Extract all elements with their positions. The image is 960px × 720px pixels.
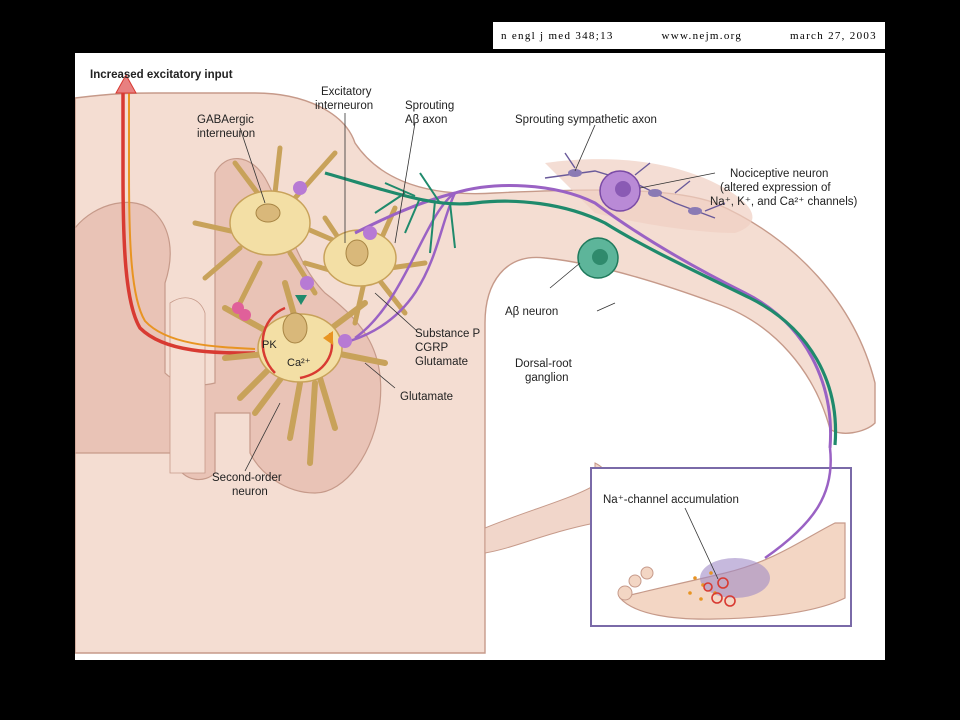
nociceptive-neuron (599, 170, 641, 212)
gabaergic-interneuron (192, 145, 343, 316)
label-increased-input: Increased excitatory input (90, 69, 233, 81)
journal-citation: n engl j med 348;13 (501, 29, 614, 42)
label-sprouting-ab-line2: Aβ axon (405, 114, 447, 126)
label-excitatory-line1: Excitatory (321, 86, 372, 98)
inset-nerve-path (764, 447, 832, 560)
ascending-pathway-red (121, 83, 256, 355)
ascending-pathway-orange (128, 83, 256, 350)
terminal-purple-2 (293, 181, 307, 195)
label-excitatory-line2: interneuron (315, 100, 373, 112)
ventral-root (484, 462, 606, 554)
gray-matter (75, 158, 382, 494)
pk-feedback-arrow-icon (261, 306, 286, 374)
terminal-purple-1 (300, 276, 314, 290)
label-abeta-neuron: Aβ neuron (505, 306, 558, 318)
journal-website: www.nejm.org (661, 29, 743, 42)
publication-date: march 27, 2003 (790, 29, 877, 42)
excitatory-interneuron (302, 205, 428, 326)
dorsal-root-ganglion (545, 159, 753, 233)
nociceptive-afferent-axon (354, 184, 833, 449)
label-second-order-line2: neuron (232, 486, 268, 498)
label-nociceptive-line3: Na⁺, K⁺, and Ca²⁺ channels) (710, 196, 858, 208)
second-order-neuron (222, 280, 388, 466)
na-channel-rings (703, 577, 736, 607)
purple-branch-2 (349, 192, 457, 343)
label-cgrp: CGRP (415, 342, 449, 354)
abeta-sprout-branches (374, 172, 456, 254)
label-sprouting-sympathetic: Sprouting sympathetic axon (515, 114, 657, 126)
label-glutamate-upper: Glutamate (415, 356, 468, 368)
label-nociceptive-line2: (altered expression of (720, 182, 831, 194)
label-nociceptive-line1: Nociceptive neuron (730, 168, 828, 180)
citation-header: n engl j med 348;13 www.nejm.org march 2… (493, 22, 885, 49)
terminal-purple-4 (338, 334, 352, 348)
label-pk: PK (262, 339, 277, 351)
label-substance-p: Substance P (415, 328, 481, 340)
label-drg-line1: Dorsal-root (515, 358, 573, 370)
label-drg-line2: ganglion (525, 372, 568, 384)
foot-illustration (617, 522, 846, 620)
abeta-axon (324, 171, 838, 446)
label-sprouting-ab-line1: Sprouting (405, 100, 454, 112)
orange-receptor-marker (323, 331, 333, 345)
neuropathic-pain-diagram: Increased excitatory input GABAergic int… (75, 69, 876, 654)
label-gabaergic-line1: GABAergic (197, 114, 254, 126)
leader-lines (239, 113, 716, 472)
terminal-purple-3 (363, 226, 377, 240)
central-canal-region (169, 297, 206, 474)
terminal-gaba-2 (239, 309, 251, 321)
label-calcium: Ca²⁺ (287, 357, 311, 369)
label-gabaergic-line2: interneuron (197, 128, 255, 140)
diagram-panel: Increased excitatory input GABAergic int… (75, 53, 885, 660)
label-na-channel: Na⁺-channel accumulation (603, 494, 739, 506)
label-second-order-line1: Second-order (212, 472, 282, 484)
increased-input-arrow-icon (115, 73, 137, 94)
label-glutamate-lower: Glutamate (400, 391, 453, 403)
abeta-neuron (577, 237, 619, 279)
green-receptor-marker (295, 295, 307, 305)
